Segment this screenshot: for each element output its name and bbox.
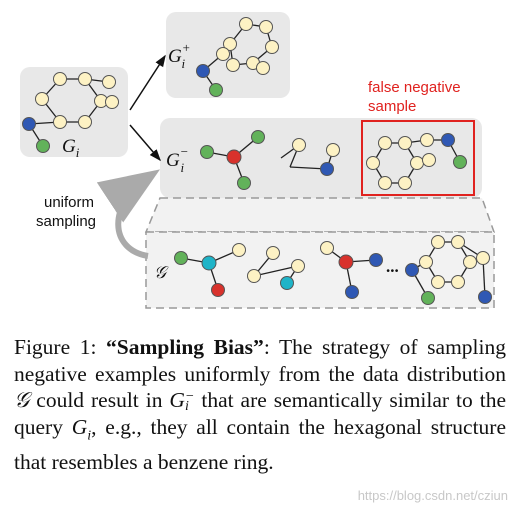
uniform-sampling-arrow <box>96 169 161 259</box>
caption-title: “Sampling Bias” <box>106 335 264 359</box>
caption-text: that are semantically similar to the que… <box>14 388 506 439</box>
caption-negative-symbol: G−i <box>169 388 195 415</box>
caption-text: : The strategy of sampling negative exam… <box>14 335 506 386</box>
positive-label: G+i <box>168 40 191 71</box>
figure-number: Figure 1: <box>14 335 107 359</box>
arrow-to-negative <box>129 124 161 162</box>
uniform-sampling-label: uniform sampling <box>36 194 98 230</box>
caption-distribution-symbol: 𝒢 <box>14 388 30 412</box>
watermark: https://blog.csdn.net/cziun <box>357 488 508 503</box>
arrow-to-positive <box>129 54 166 111</box>
caption-query-symbol: Gi <box>71 414 92 443</box>
false-negative-box <box>361 120 475 196</box>
ellipsis: ... <box>386 257 399 276</box>
caption-text: could result in <box>29 388 170 412</box>
false-negative-label: false negative sample <box>368 79 465 115</box>
caption-text: , e.g., they all contain the hexagonal s… <box>14 414 507 475</box>
query-label: Gi <box>62 136 80 160</box>
figure-caption: Figure 1: “Sampling Bias”: The strategy … <box>14 334 506 476</box>
distribution-label: 𝒢 <box>154 263 169 283</box>
sampling-bias-figure: Gi G+i G−i <box>20 12 496 309</box>
query-panel <box>20 67 128 157</box>
distribution-projection <box>144 197 496 233</box>
negative-label: G−i <box>166 144 189 175</box>
